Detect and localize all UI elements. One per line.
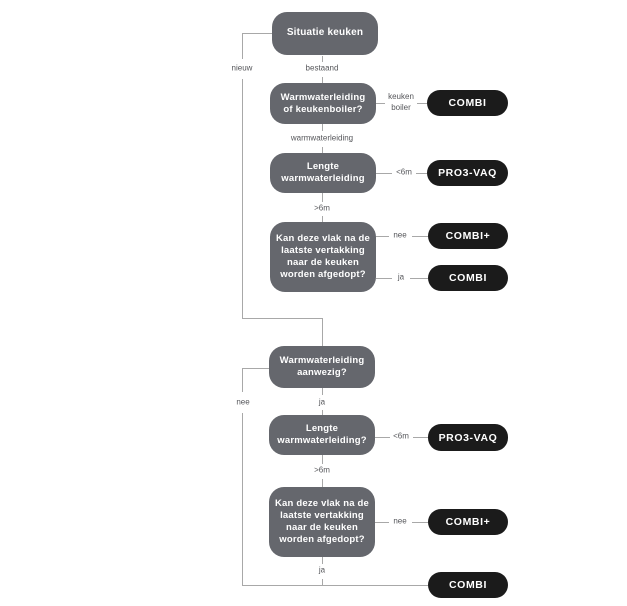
connector-lt6m2-h2	[413, 437, 428, 438]
edge-label-ja-bottom: ja	[318, 565, 326, 575]
connector-bestaand-v2	[322, 77, 323, 83]
node-warmwaterleiding-of-keukenboiler: Warmwaterleiding of keukenboiler?	[270, 83, 376, 124]
connector-ja-aanwezig-v2	[322, 410, 323, 415]
connector-gt6m-v2	[322, 216, 323, 222]
connector-nieuw-v1	[242, 33, 243, 59]
connector-ja2-v1	[322, 557, 323, 564]
edge-label-bestaand: bestaand	[305, 63, 339, 73]
connector-nee2-h2	[412, 522, 428, 523]
connector-nieuw-to-bottom	[242, 318, 323, 319]
edge-label-lt6m-2: <6m	[393, 431, 409, 441]
connector-nee-left-v2	[242, 413, 243, 585]
result-pro3vaq-top: PRO3-VAQ	[427, 160, 508, 186]
result-combi-keukenboiler: COMBI	[427, 90, 508, 116]
result-pro3vaq-bottom: PRO3-VAQ	[428, 424, 508, 451]
connector-gt6m-v1	[322, 193, 323, 202]
connector-ja-aanwezig-v1	[322, 388, 323, 395]
connector-gt6m2-v2	[322, 479, 323, 487]
connector-final-h	[242, 585, 428, 586]
node-warmwaterleiding-aanwezig: Warmwaterleiding aanwezig?	[269, 346, 375, 388]
edge-label-warmwaterleiding: warmwaterleiding	[290, 133, 354, 143]
edge-label-ja-top: ja	[397, 272, 405, 282]
connector-into-aanwezig	[322, 318, 323, 346]
connector-nee-h1	[376, 236, 389, 237]
connector-lt6m-h2	[416, 173, 427, 174]
edge-label-nieuw: nieuw	[231, 63, 253, 73]
result-combiplus-bottom: COMBI+	[428, 509, 508, 535]
result-combi-ja-top: COMBI	[428, 265, 508, 291]
edge-label-gt6m-2: >6m	[314, 465, 330, 475]
connector-nee-h2	[412, 236, 428, 237]
connector-keukenboiler-h2	[417, 103, 427, 104]
connector-lt6m2-h1	[375, 437, 390, 438]
connector-warmwaterleiding-v2	[322, 147, 323, 153]
connector-nieuw-h	[242, 33, 272, 34]
node-afdop-vraag-bottom: Kan deze vlak na de laatste vertakking n…	[269, 487, 375, 557]
connector-ja-h2	[410, 278, 428, 279]
connector-ja-h1	[376, 278, 392, 279]
node-afdop-vraag-top: Kan deze vlak na de laatste vertakking n…	[270, 222, 376, 292]
connector-warmwaterleiding-v1	[322, 124, 323, 131]
connector-ja2-v2	[322, 579, 323, 585]
node-situatie-keuken: Situatie keuken	[272, 12, 378, 55]
connector-lt6m-h1	[376, 173, 392, 174]
connector-gt6m2-v1	[322, 455, 323, 464]
connector-keukenboiler-h1	[376, 103, 385, 104]
connector-bestaand-v1	[322, 56, 323, 62]
edge-label-nee-bottom: nee	[393, 516, 407, 526]
edge-label-nee-top: nee	[393, 230, 407, 240]
node-lengte-warmwaterleiding-2: Lengte warmwaterleiding?	[269, 415, 375, 455]
edge-label-keukenboiler: keuken boiler	[388, 92, 414, 112]
edge-label-lt6m: <6m	[396, 167, 412, 177]
edge-label-gt6m: >6m	[314, 203, 330, 213]
connector-nieuw-v2	[242, 79, 243, 318]
connector-nee-left-v1	[242, 368, 243, 392]
connector-nee-left-h	[242, 368, 269, 369]
edge-label-nee-aanwezig: nee	[236, 397, 250, 407]
edge-label-ja-aanwezig: ja	[318, 397, 326, 407]
result-combiplus-top: COMBI+	[428, 223, 508, 249]
node-lengte-warmwaterleiding: Lengte warmwaterleiding	[270, 153, 376, 193]
result-combi-final: COMBI	[428, 572, 508, 598]
connector-nee2-h1	[375, 522, 389, 523]
